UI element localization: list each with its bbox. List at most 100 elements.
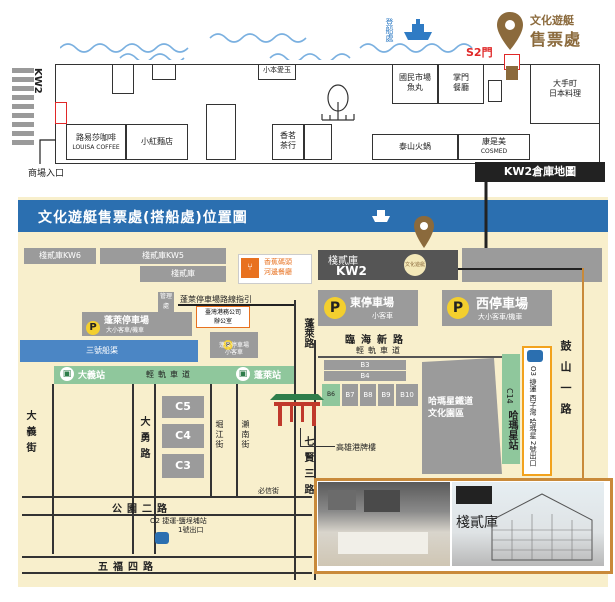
- b3-block: B3: [324, 360, 406, 370]
- dayong-road-line-2: [154, 384, 156, 554]
- west-parking-label-1: 西停車場: [476, 297, 529, 312]
- harbor-company-box: 臺灣港務公司 辦公室: [196, 306, 250, 328]
- linhai-road-label: 臨海新路: [345, 335, 409, 346]
- east-parking-label-1: 東停車場: [350, 296, 394, 309]
- landmark-gate-icon: [270, 394, 324, 426]
- qixian-road-line: [294, 300, 296, 580]
- restaurant-label: 香蕉碼頭 河邊餐廳: [264, 257, 292, 277]
- shop-louisa-label-2: LOUISA COFFEE: [72, 144, 120, 151]
- west-parking-p: P: [447, 297, 469, 319]
- shop-cosmed: 康是美 COSMED: [458, 134, 530, 160]
- parking-guide-line: [178, 304, 296, 306]
- shop-daitemachi-label-2: 日本料理: [549, 89, 581, 98]
- shop-tea-label-2: 茶行: [280, 141, 296, 150]
- location-pin-icon: [497, 12, 523, 50]
- map-caption: KW2倉庫地圖: [475, 162, 605, 182]
- bisheng-street-label: 必信街: [258, 487, 279, 495]
- wufu-road-line: [22, 556, 312, 558]
- canal: [20, 340, 198, 362]
- c5-block: C5: [162, 396, 204, 418]
- harmony-park-shape: [422, 358, 502, 474]
- entrance-arrow: [39, 139, 56, 164]
- shop-palm: 掌門 餐廳: [438, 64, 484, 104]
- shop-small-a: [112, 64, 134, 94]
- photo-interior: [318, 482, 450, 566]
- binan-street-label: 瀨南街: [241, 420, 250, 450]
- c3-block: C3: [162, 454, 204, 478]
- east-parking-label-2: 小客車: [372, 312, 393, 320]
- title-boat-icon: [372, 210, 390, 222]
- map-title: 文化遊艇售票處(搭船處)位置圖: [38, 210, 248, 226]
- gongyuan-road-line-2: [22, 514, 312, 516]
- dayi-street-line: [52, 384, 54, 554]
- b8-block: B8: [360, 384, 376, 406]
- wufu-road-line-2: [22, 572, 312, 574]
- metro-icon: [155, 532, 169, 544]
- penglai-parking-label-1: 蓬萊停車場: [104, 316, 150, 326]
- shop-small-c: [488, 80, 502, 102]
- stair-stripes: [12, 68, 34, 145]
- shop-blank: [304, 124, 332, 160]
- photo-counter: [338, 532, 428, 554]
- kw2-side-label: KW2: [32, 68, 43, 94]
- b7-block: B7: [342, 384, 358, 406]
- landmark-label: 高雄港牌樓: [336, 443, 376, 452]
- o3-label: O3 捷運 西子灣 哈瑪星 2號出口: [529, 366, 537, 467]
- penglai-small-label: 蓬萊停車場 小客車: [210, 342, 258, 356]
- harmony-station-band: [502, 354, 520, 464]
- shop-palm-label-1: 掌門: [453, 73, 469, 82]
- ticket-title-2: 售票處: [530, 30, 582, 49]
- shop-citizen-market-label-1: 國民市場: [399, 73, 431, 82]
- b4-block: B4: [324, 371, 406, 381]
- kw2-block: 棧貳庫 KW2 文化遊艇: [318, 250, 458, 280]
- gongyuan-road-label: 公園二路: [112, 504, 172, 515]
- shop-red-noodle: 小紅麵店: [126, 124, 188, 160]
- parking-icon: P: [86, 320, 100, 335]
- shop-louisa: 路易莎咖啡 LOUISA COFFEE: [66, 124, 126, 160]
- harmony-park-label-2: 文化園區: [428, 409, 465, 419]
- penglai-parking-p: P: [86, 315, 100, 335]
- o2-label-1: O2 捷運-鹽埕埔站: [150, 517, 207, 525]
- kw-small-block: 棧貳庫: [140, 266, 226, 282]
- harmony-station-label: 哈瑪星站: [506, 410, 517, 450]
- c14-label: C14: [505, 388, 514, 404]
- entrance-label: 商場入口: [28, 169, 65, 179]
- shop-citizen-market-label-2: 魚丸: [407, 83, 423, 92]
- binan-street-line: [236, 384, 238, 496]
- metro-icon: [527, 350, 543, 362]
- o2-label: O2 捷運-鹽埕埔站 1號出口: [150, 517, 207, 535]
- east-parking-p: P: [324, 297, 346, 319]
- restaurant-label-1: 香蕉碼頭: [264, 258, 292, 266]
- parking-icon: P: [447, 297, 469, 319]
- harmony-park-label: 哈瑪星鐵道 文化園區: [428, 396, 473, 420]
- tram-icon: ▣: [60, 367, 74, 381]
- west-grey-block: [462, 248, 602, 282]
- restaurant-label-2: 河邊餐廳: [264, 268, 292, 276]
- dayong-road-label: 大勇路: [138, 416, 149, 464]
- kw2-badge: 文化遊艇: [404, 254, 426, 276]
- penglai-parking-label-2: 大小客車/機車: [106, 327, 145, 334]
- parking-icon: P: [324, 297, 346, 319]
- penglai-small-p: P: [223, 332, 233, 351]
- harbor-company-label-1: 臺灣港務公司: [204, 309, 241, 316]
- corridor-block: [206, 104, 236, 160]
- dayi-station-label: 大義站: [78, 371, 106, 381]
- shop-small-sun: 小本愛玉: [258, 64, 296, 80]
- kw5-block: 棧貳庫KW5: [100, 248, 226, 264]
- shop-taishan: 泰山火鍋: [372, 134, 458, 160]
- penglai-station-label: 蓬萊站: [254, 371, 282, 381]
- kw2-block-line1: 棧貳庫: [328, 256, 358, 267]
- kw2-pin-icon: [414, 216, 434, 248]
- west-parking-label-2: 大小客車/機車: [478, 313, 523, 321]
- jiangjiang-street-label: 堀江街: [215, 420, 224, 450]
- penglai-parking-block: [82, 312, 192, 336]
- shop-tea-label-1: 香茗: [280, 131, 296, 140]
- boat-icon: [404, 19, 432, 40]
- penglai-small-label-1: 蓬萊停車場: [218, 342, 249, 349]
- shop-small-b: [152, 64, 176, 80]
- o2-label-2: 1號出口: [178, 526, 204, 534]
- b10-block: B10: [396, 384, 418, 406]
- fork-knife-icon: ⑂: [241, 258, 259, 278]
- light-rail-road-label: 輕軌車道: [146, 370, 194, 379]
